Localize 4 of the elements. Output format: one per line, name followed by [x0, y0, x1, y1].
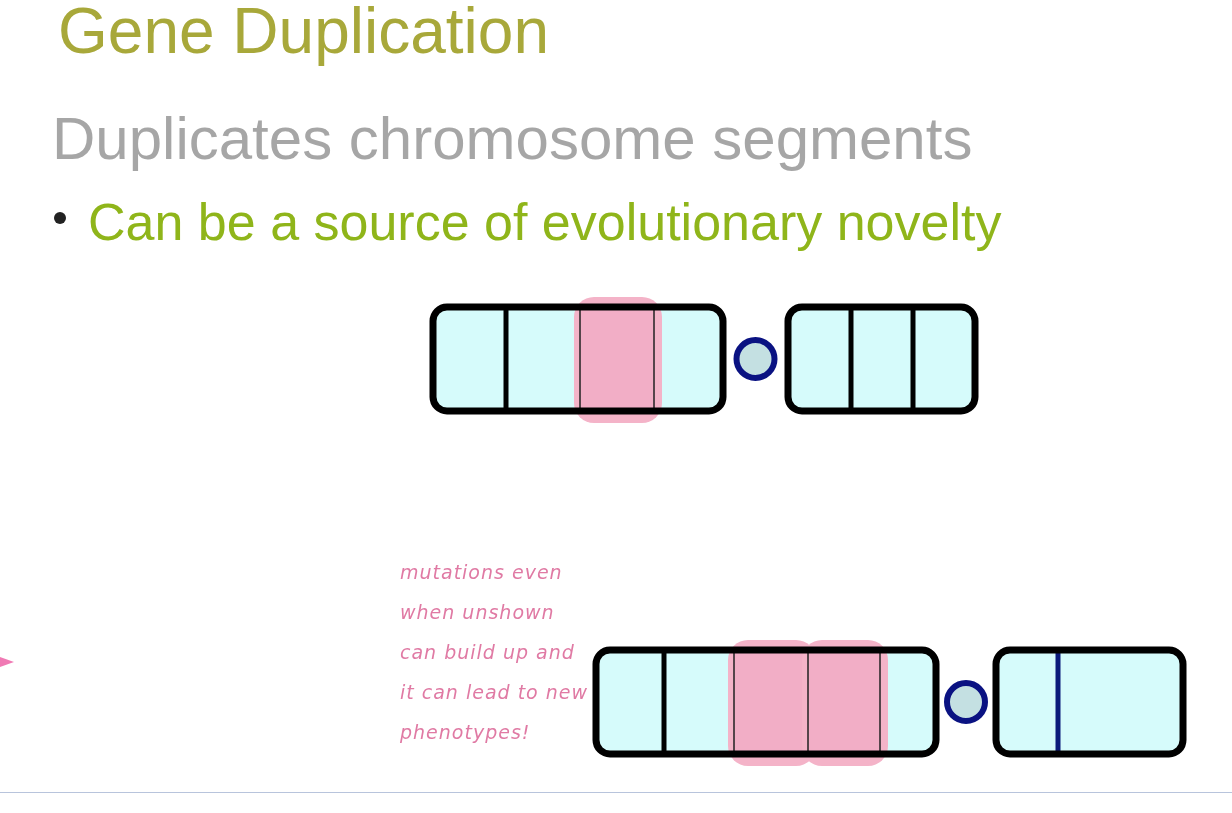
bullet-text: Can be a source of evolutionary novelty [88, 192, 1002, 252]
subtitle: Duplicates chromosome segments [52, 104, 973, 173]
handwritten-note: mutations even when unshown can build up and it can lead to new phenotypes! [400, 560, 590, 745]
slide-title: Gene Duplication [58, 0, 549, 68]
